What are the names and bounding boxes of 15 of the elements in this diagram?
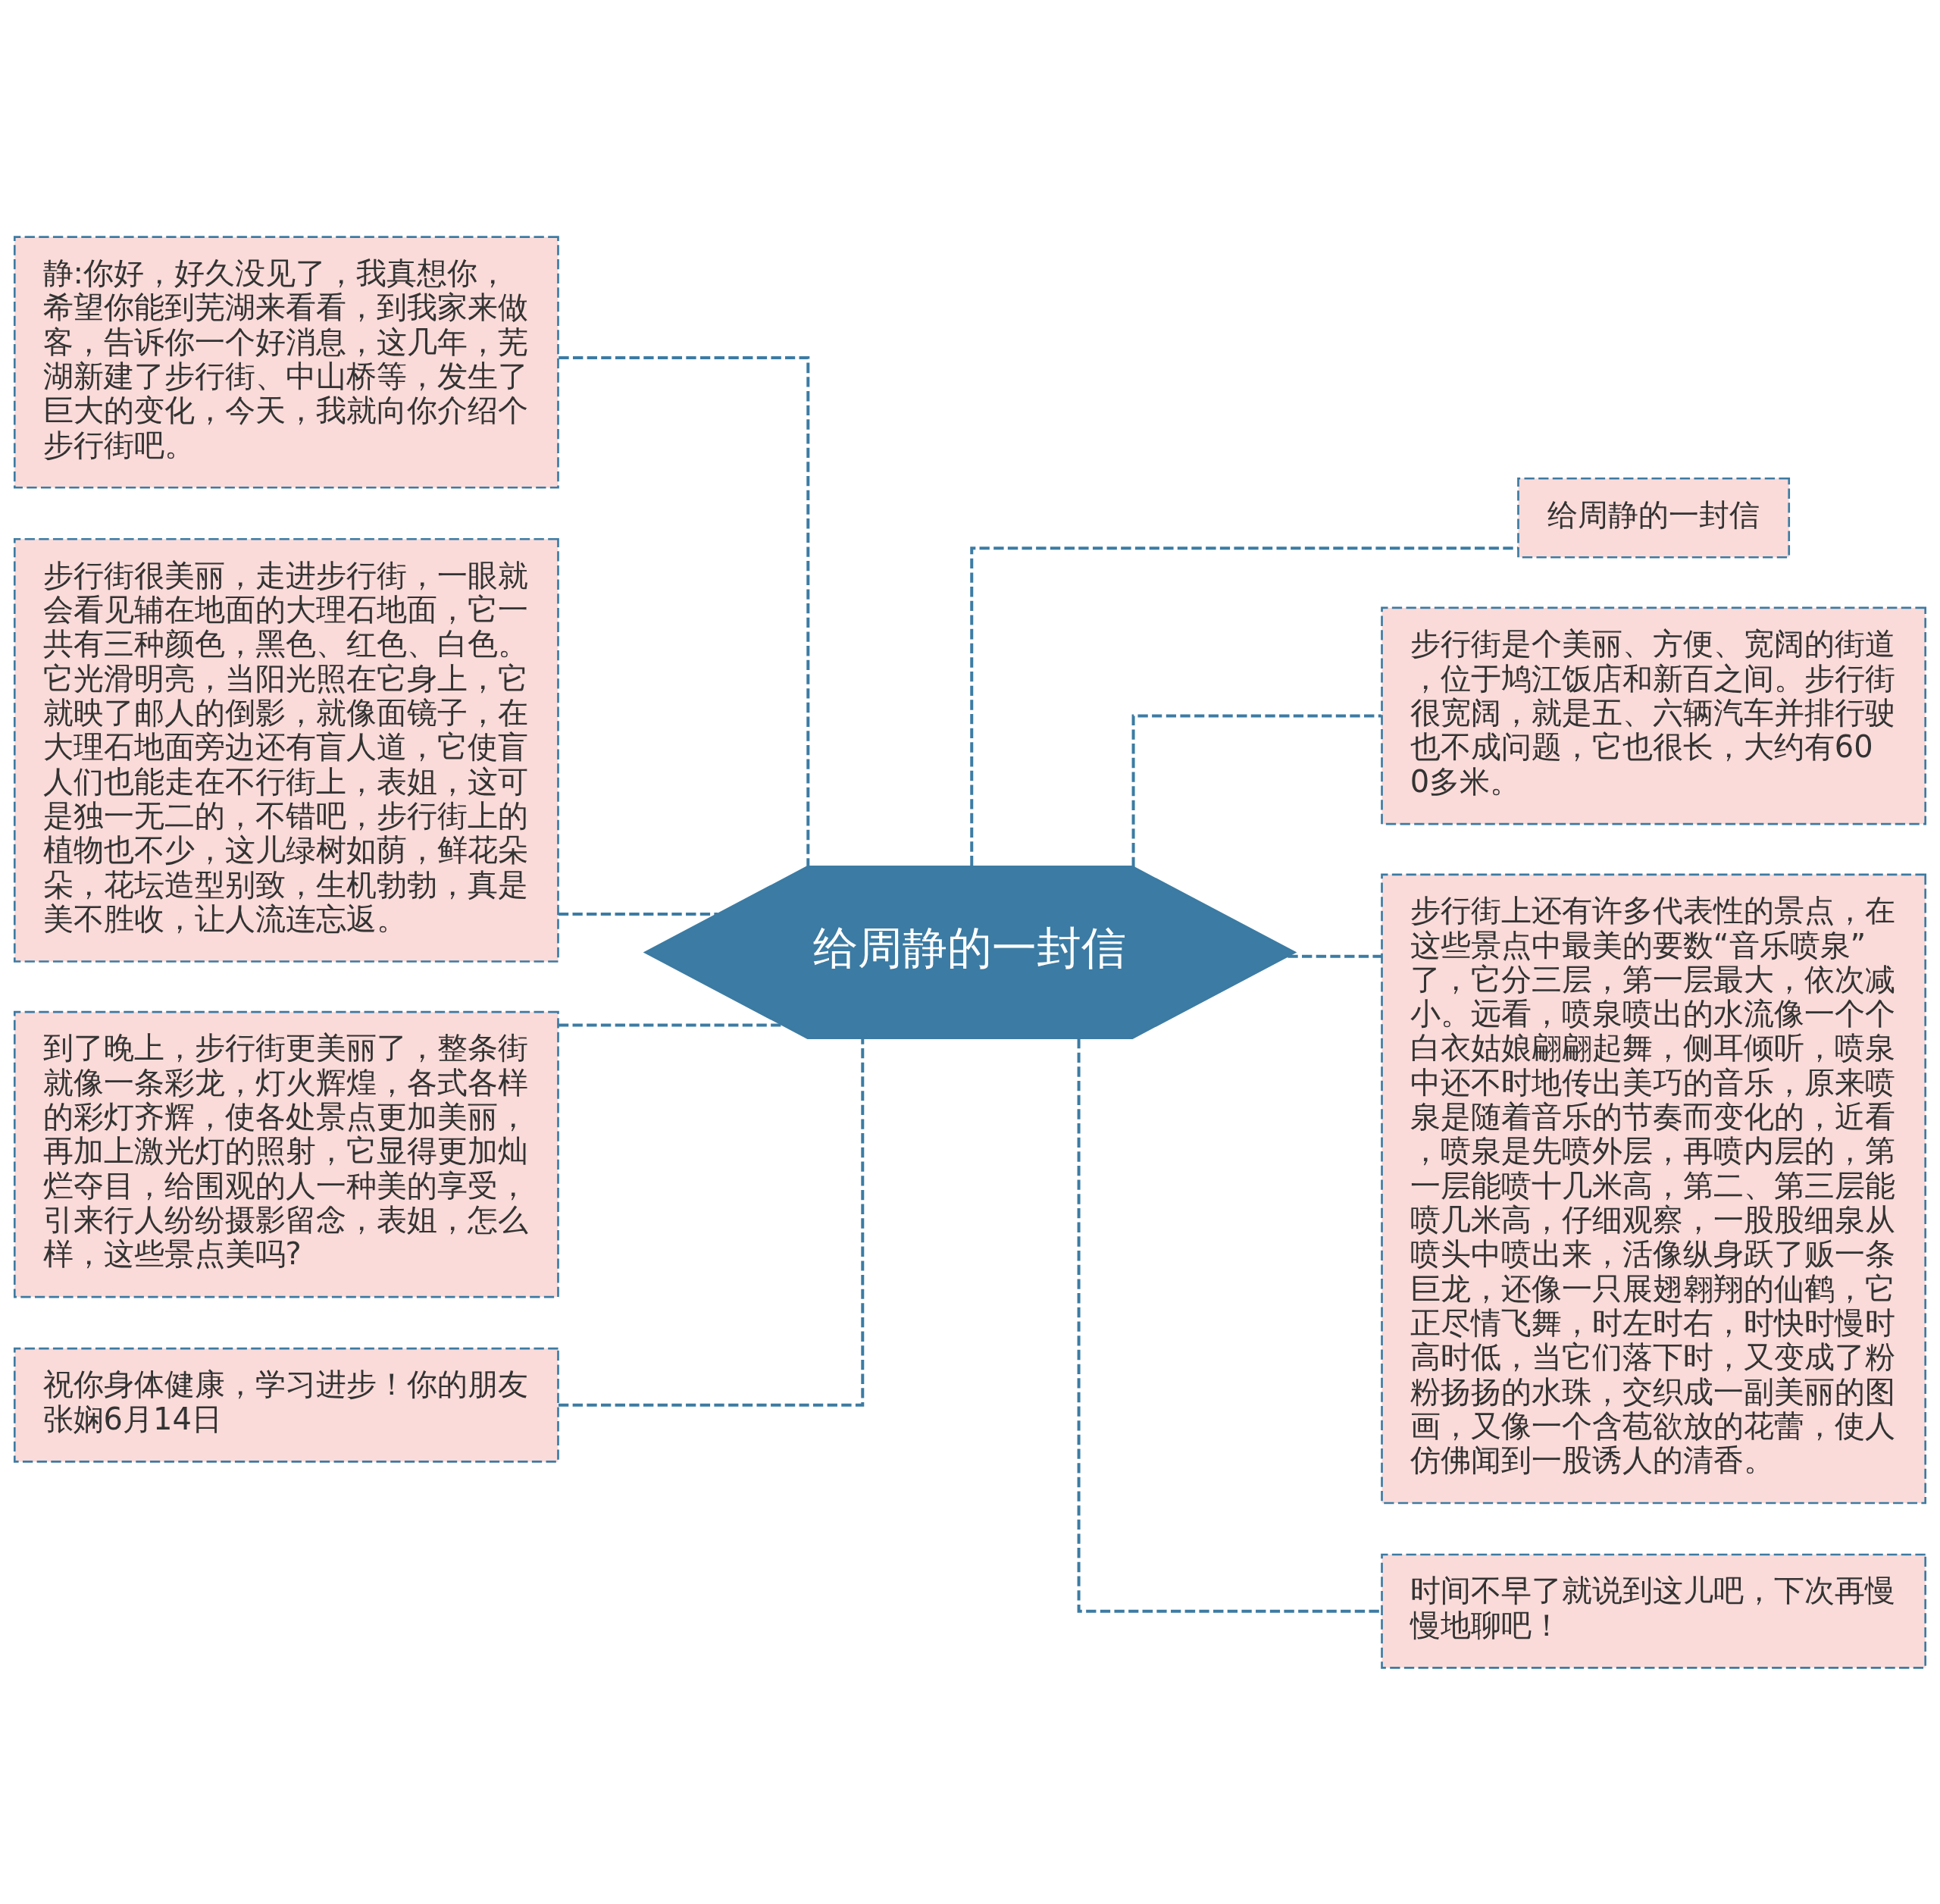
connector xyxy=(1077,1038,1381,1613)
connector xyxy=(558,1038,865,1407)
node-box: 给周静的一封信 xyxy=(1517,477,1791,559)
connector xyxy=(970,546,1519,866)
node-box: 到了晚上，步行街更美丽了，整条街就像一条彩龙，灯火辉煌，各式各样的彩灯齐辉，使各处景点更加美丽，再加上激光灯的照射，它显得更加灿烂夺目，给围观的人一种美的享受，引来行人纷纷摄影留念，表姐，怎么样，这些景点美吗? xyxy=(13,1010,559,1298)
node-box: 步行街是个美丽、方便、宽阔的街道，位于鸠江饭店和新百之间。步行街很宽阔，就是五、六辆汽车并排行驶也不成问题，它也很长，大约有600多米。 xyxy=(1381,606,1927,825)
connector xyxy=(1288,954,1382,958)
node-box: 步行街很美丽，走进步行街，一眼就会看见辅在地面的大理石地面，它一共有三种颜色，黑色、红色、白色。它光滑明亮，当阳光照在它身上，它就映了邮人的倒影，就像面镜子，在大理石地面旁边还有盲人道，它使盲人们也能走在不行街上，表姐，这可是独一无二的，不错吧，步行街上的植物也不少，这儿绿树如荫，鲜花朵朵，花坛造型别致，生机勃勃，真是美不胜收，让人流连忘返。 xyxy=(13,537,559,963)
connector xyxy=(559,912,718,916)
node-box: 步行街上还有许多代表性的景点，在这些景点中最美的要数“音乐喷泉”了，它分三层，第一层最大，依次减小。远看，喷泉喷出的水流像一个个白衣姑娘翩翩起舞，侧耳倾听，喷泉中还不时地传出美巧的音乐，原来喷泉是随着音乐的节奏而变化的，近看，喷泉是先喷外层，再喷内层的，第一层能喷十几米高，第二、第三层能喷几米高，仔细观察，一股股细泉从喷头中喷出来，活像纵身跃了贩一条巨龙，还像一只展翅翱翔的仙鹤，它正尽情飞舞，时左时右，时快时慢时高时低，当它们落下时，又变成了粉粉扬扬的水珠，交织成一副美丽的图画，又像一个含苞欲放的花蕾，使人仿佛闻到一股诱人的清香。 xyxy=(1381,873,1927,1504)
node-box: 静:你好，好久没见了，我真想你，希望你能到芜湖来看看，到我家来做客，告诉你一个好消息，这几年，芜湖新建了步行街、中山桥等，发生了巨大的变化，今天，我就向你介绍个步行街吧。 xyxy=(13,235,559,489)
connector xyxy=(559,355,810,866)
node-box: 祝你身体健康，学习进步！你的朋友张娴6月14日 xyxy=(13,1347,559,1463)
connector xyxy=(1131,714,1381,867)
node-box: 时间不早了就说到这儿吧，下次再慢慢地聊吧！ xyxy=(1381,1553,1927,1669)
